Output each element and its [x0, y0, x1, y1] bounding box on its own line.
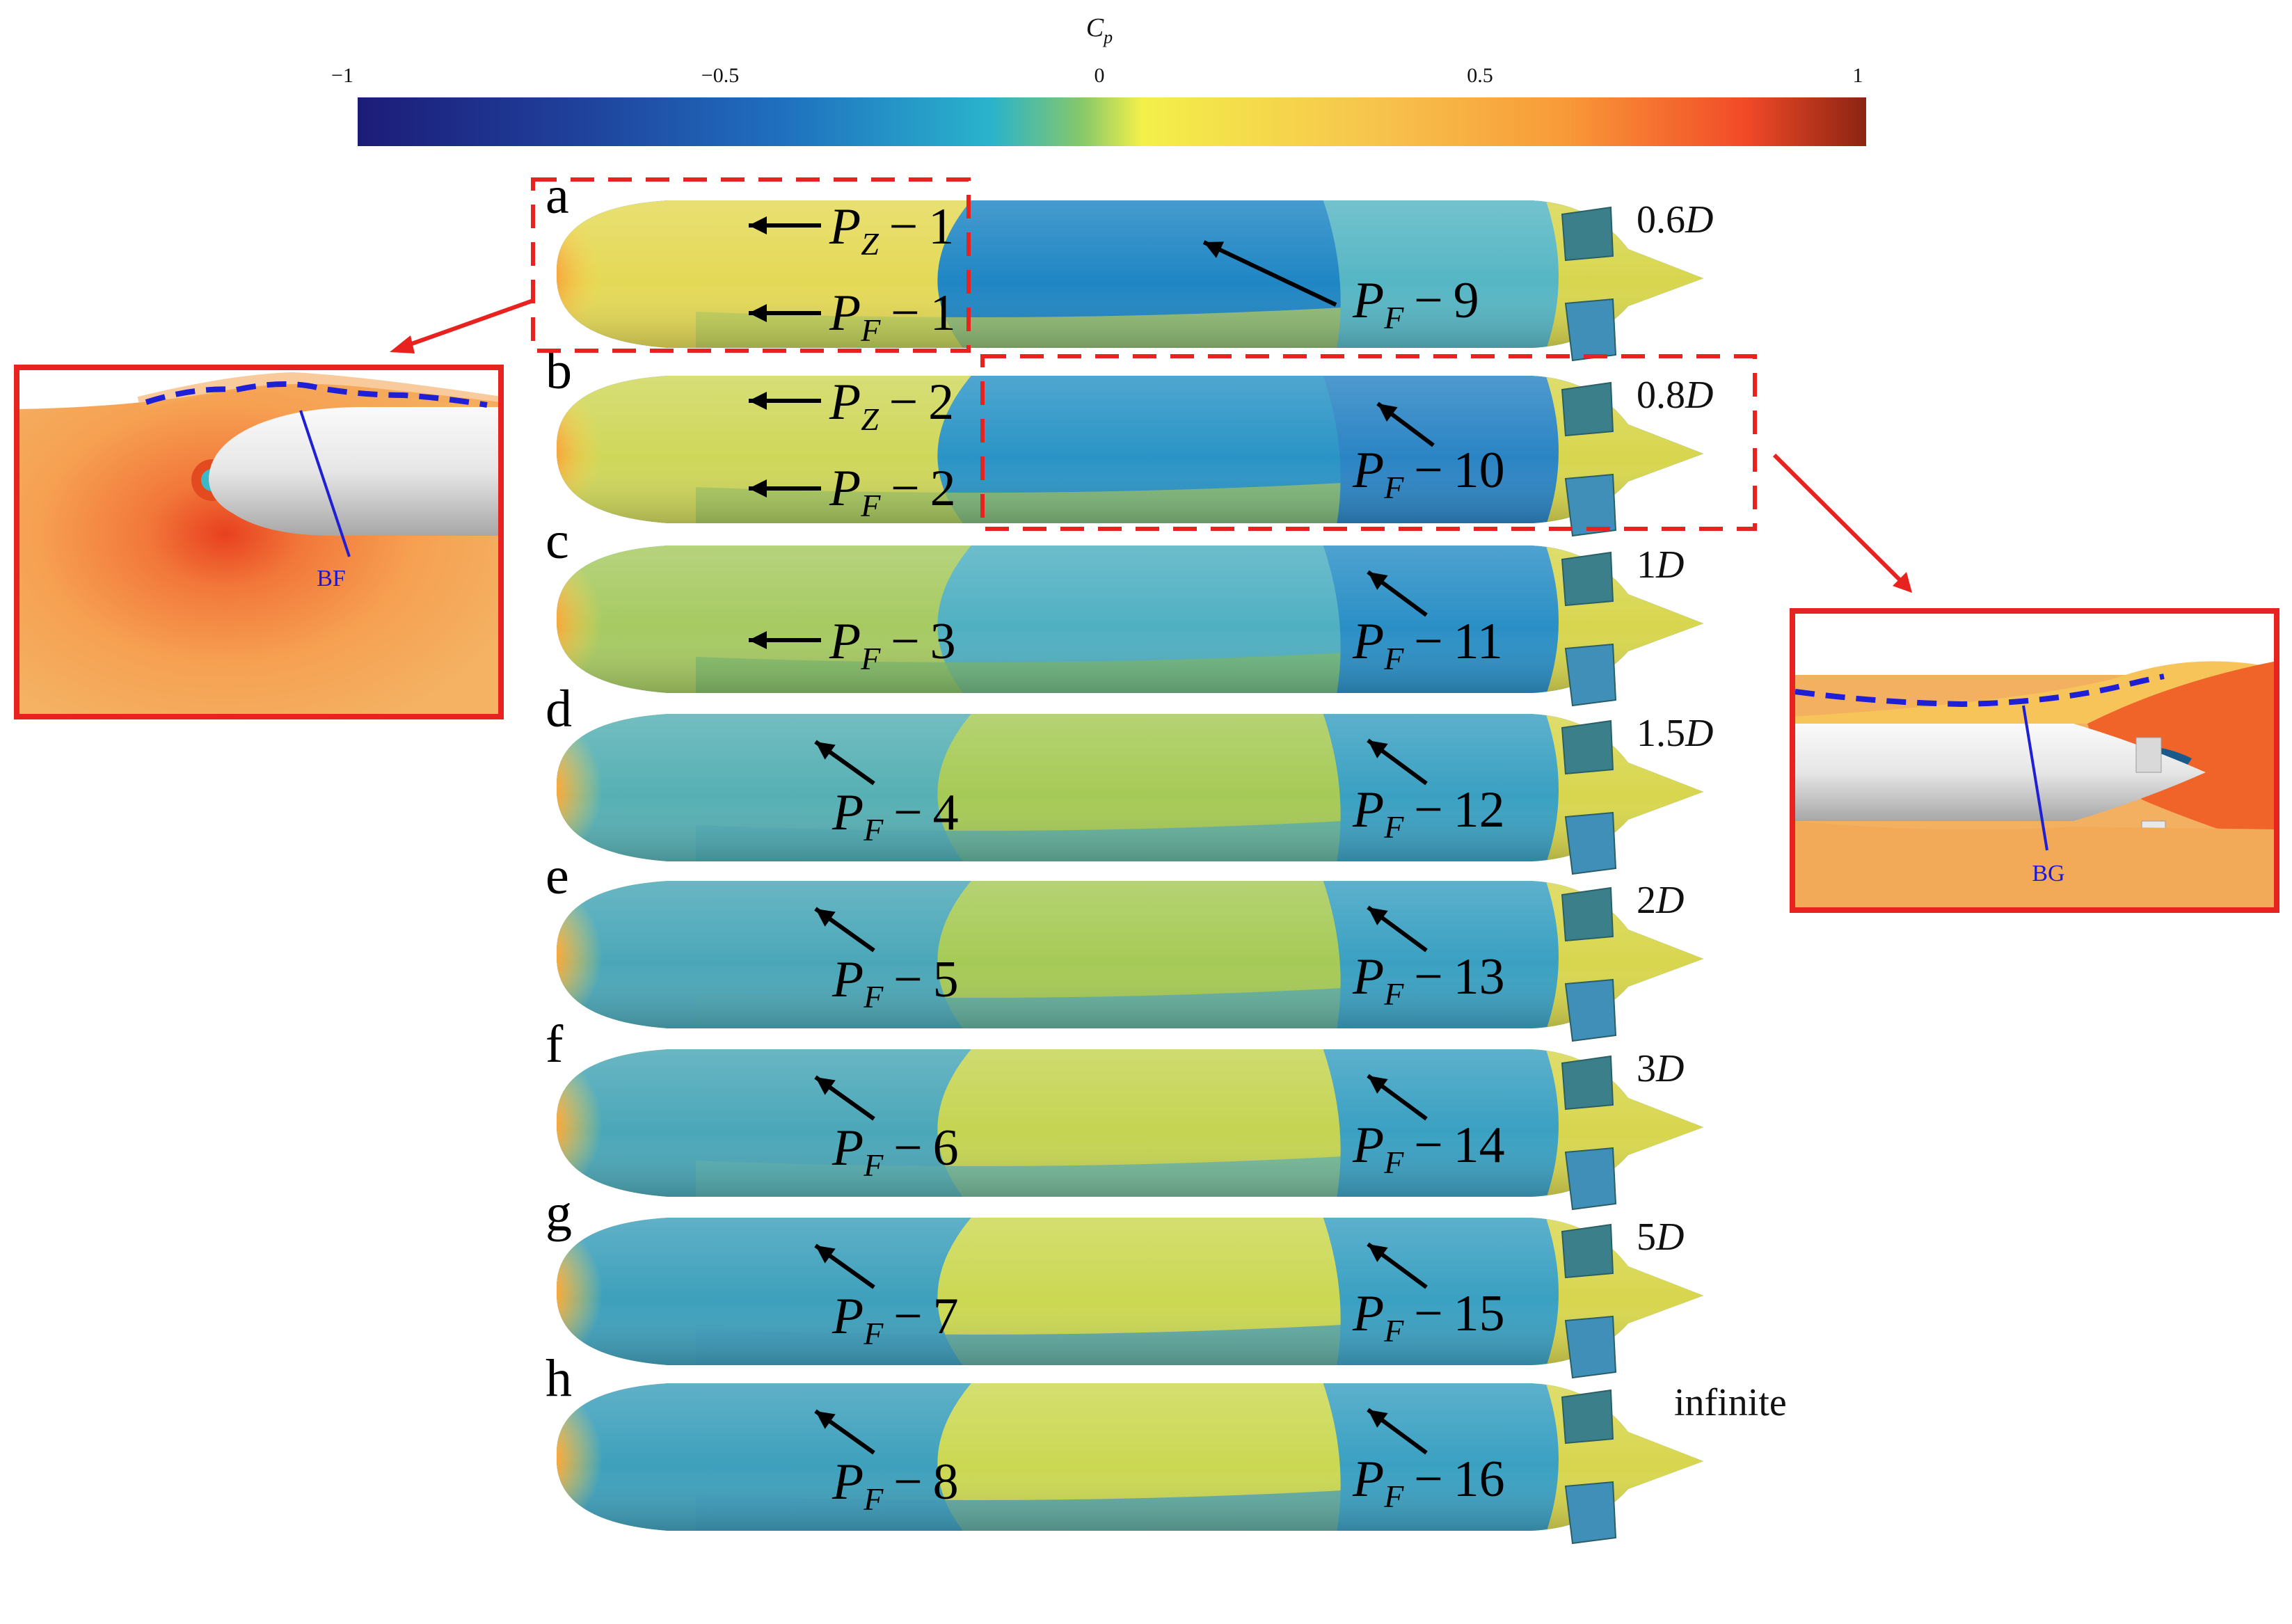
- point-label-f-16: PF − 16: [1352, 1451, 1505, 1514]
- panel-letter-h: h: [546, 1349, 572, 1408]
- depth-label-g: 5D: [1637, 1216, 1684, 1259]
- depth-label-f: 3D: [1637, 1047, 1684, 1090]
- panel-letter-d: d: [546, 680, 572, 738]
- point-label-f-8: PF − 8: [831, 1454, 959, 1517]
- colorbar-tick-2: −0.5: [701, 64, 739, 87]
- inset-bow: BF: [14, 365, 504, 719]
- point-label-f-9: PF − 9: [1352, 272, 1479, 335]
- colorbar-gradient: [358, 97, 1866, 146]
- hull-panel-d: d 1.5D PF − 4 PF − 12: [546, 680, 1713, 875]
- depth-label-h: infinite: [1674, 1381, 1787, 1424]
- point-label-f-13: PF − 13: [1352, 948, 1505, 1012]
- highlight-box-a: [531, 177, 971, 353]
- point-label-f-6: PF − 6: [831, 1120, 959, 1183]
- highlight-box-b: [980, 354, 1757, 531]
- depth-label-d: 1.5D: [1637, 712, 1713, 755]
- panel-letter-a: a: [546, 166, 569, 225]
- colorbar: Cp −1 −0.5 0 0.5 1: [331, 13, 1866, 146]
- inset-stern: BG: [1790, 608, 2279, 913]
- point-label-f-4: PF − 4: [831, 784, 959, 847]
- point-label-z-2: PZ − 2: [829, 374, 954, 437]
- point-label-f-11: PF − 11: [1352, 613, 1503, 676]
- colorbar-title: Cp: [1086, 13, 1113, 47]
- point-label-z-1: PZ − 1: [829, 198, 954, 262]
- hull-panel-g: g 5D PF − 7 PF − 15: [546, 1184, 1703, 1379]
- point-label-f-10: PF − 10: [1352, 442, 1505, 505]
- bg-label: BG: [2032, 861, 2064, 886]
- hull-panel-f: f 3D PF − 6 PF − 14: [546, 1015, 1703, 1211]
- panel-letter-e: e: [546, 847, 569, 905]
- hull-panel-c: c 1D PF − 3 PF − 11: [546, 511, 1703, 707]
- connector-arrow-right: [1772, 453, 1912, 593]
- hull-panel-a: a 0.6D PZ − 1 PF − 1 PF − 9: [546, 166, 1713, 362]
- depth-label-e: 2D: [1637, 879, 1684, 922]
- panel-letter-c: c: [546, 511, 569, 570]
- point-label-f-15: PF − 15: [1352, 1285, 1505, 1348]
- depth-label-c: 1D: [1637, 543, 1684, 587]
- hull-panel-h: h infinite PF − 8 PF − 16: [546, 1349, 1787, 1545]
- colorbar-tick-4: 0.5: [1467, 64, 1493, 87]
- point-label-f-2: PF − 2: [829, 460, 956, 523]
- point-label-f-14: PF − 14: [1352, 1117, 1505, 1180]
- depth-label-b: 0.8D: [1637, 374, 1713, 417]
- bf-label: BF: [317, 566, 346, 591]
- point-label-f-3: PF − 3: [829, 613, 956, 676]
- connector-arrow-left: [390, 298, 534, 353]
- point-label-f-5: PF − 5: [831, 951, 959, 1014]
- colorbar-tick-5: 1: [1853, 64, 1863, 87]
- colorbar-tick-3: 0: [1095, 64, 1105, 87]
- point-label-f-1: PF − 1: [829, 285, 956, 348]
- hull-panel-e: e 2D PF − 5 PF − 13: [546, 847, 1703, 1042]
- colorbar-tick-1: −1: [331, 64, 353, 87]
- point-label-f-12: PF − 12: [1352, 781, 1505, 845]
- panel-letter-f: f: [546, 1015, 564, 1074]
- depth-label-a: 0.6D: [1637, 198, 1713, 241]
- point-label-f-7: PF − 7: [831, 1288, 959, 1351]
- panel-letter-g: g: [546, 1184, 572, 1242]
